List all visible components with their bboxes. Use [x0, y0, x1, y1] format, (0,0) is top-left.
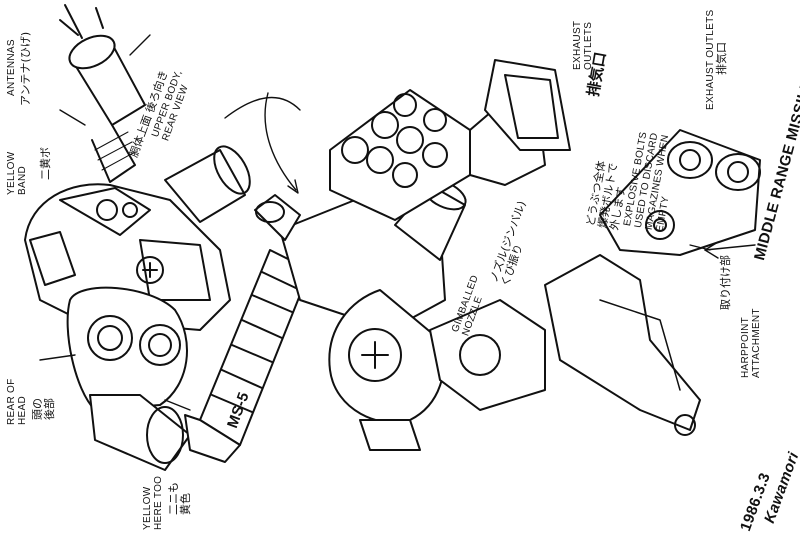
- label-rear-of-head-jp: 頭の 後部: [31, 398, 56, 420]
- label-antennas-jp: アンテナ(ひげ): [19, 31, 32, 106]
- annotation-arrows: [39, 34, 756, 411]
- middle-range-missile-pack: [544, 129, 761, 436]
- label-rear-of-head: REAR OF HEAD: [6, 378, 28, 425]
- central-body: [254, 179, 546, 451]
- label-exhaust-outlets-right-jp: 排気口: [715, 42, 728, 75]
- missile-magazine: [329, 59, 571, 221]
- label-yellow-here-too-jp: 二ニも 黄色: [167, 482, 192, 515]
- label-harpoint: HARPPOINT ATTACHMENT: [740, 308, 762, 378]
- label-yellow-here-too: YELLOW HERE TOO: [142, 475, 164, 530]
- label-harpoint-jp: 取り付け部: [719, 255, 732, 310]
- rear-of-head: [66, 286, 191, 471]
- label-yellow-band-jp: 二黄ボ: [39, 147, 52, 180]
- antenna-cylinder: [59, 4, 146, 183]
- label-antennas: ANTENNAS: [6, 39, 17, 96]
- label-yellow-band: YELLOW BAND: [6, 151, 28, 195]
